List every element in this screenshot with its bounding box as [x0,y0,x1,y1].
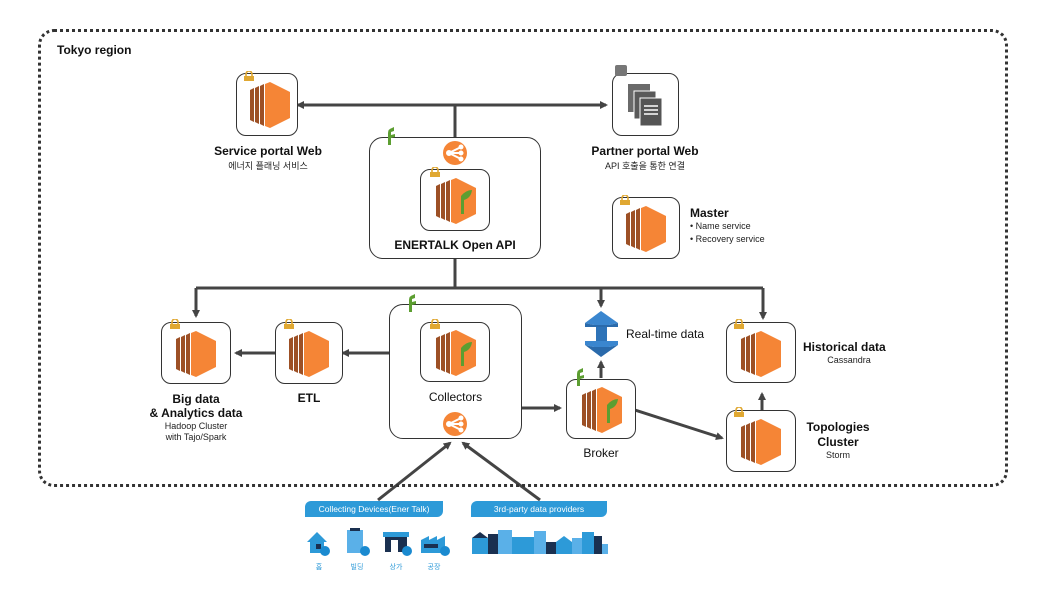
load-balancer-icon [443,141,467,170]
partner-portal-title: Partner portal Web [591,144,699,158]
documents-icon [626,82,666,135]
ec2-instance-icon [289,329,329,382]
master-title: Master [690,206,729,220]
realtime-title: Real-time data [626,327,705,341]
autoscaling-leaf-icon [405,294,417,317]
historical-subtitle: Cassandra [827,355,871,365]
lock-icon [243,68,255,81]
ec2-instance-icon [436,176,476,229]
ec2-instance-icon [626,204,666,257]
autoscaling-leaf-icon [384,127,396,150]
datacenter-icon [615,65,627,76]
topologies-title-line1: Topologies [806,420,870,434]
autoscaling-leaf-icon [573,368,585,391]
topologies-title-line2: Cluster [817,435,859,449]
factory-icon [421,536,450,556]
service-portal-subtitle: 에너지 플래닝 서비스 [228,161,308,171]
lock-icon [169,316,181,329]
ec2-instance-icon [582,385,622,438]
lock-icon [733,316,745,329]
ec2-instance-icon [436,328,476,381]
lock-icon [429,316,441,329]
ec2-instance-icon [741,417,781,470]
home-icon [307,532,330,556]
shop-icon [383,532,412,556]
big-data-title-line2: & Analytics data [149,406,243,420]
lock-icon [619,192,631,205]
ec2-instance-icon [176,329,216,382]
lock-icon [733,404,745,417]
building-icon [347,528,370,556]
service-portal-title: Service portal Web [214,144,322,158]
master-bullet-1: • Name service [690,221,751,231]
ec2-instance-icon [250,80,290,133]
device-label-home: 홈 [315,564,323,571]
tokyo-region-boundary [38,29,1008,487]
device-label-factory: 공장 [427,564,441,571]
open-api-title: ENERTALK Open API [394,238,516,252]
big-data-title-line1: Big data [172,392,220,406]
big-data-subtitle-line2: with Tajo/Spark [165,432,227,442]
master-bullet-2: • Recovery service [690,234,765,244]
region-label: Tokyo region [57,43,132,57]
collectors-title: Collectors [428,390,483,404]
etl-title: ETL [297,391,321,405]
big-data-subtitle-line1: Hadoop Cluster [164,421,228,431]
broker-title: Broker [583,446,619,460]
historical-title: Historical data [803,340,886,354]
device-label-building: 빌딩 [350,564,364,571]
lock-icon [283,316,295,329]
kinesis-icon [585,311,618,362]
device-label-shop: 상가 [389,564,403,571]
collecting-devices-banner: Collecting Devices(Ener Talk) [305,501,443,517]
lock-icon [429,164,441,177]
partner-portal-subtitle: API 호출을 통한 연결 [605,161,685,171]
topologies-subtitle: Storm [825,450,850,460]
load-balancer-icon [443,412,467,441]
ec2-instance-icon [741,329,781,382]
city-skyline-icon [472,528,608,559]
devices-icons [305,528,455,563]
third-party-banner: 3rd-party data providers [471,501,607,517]
